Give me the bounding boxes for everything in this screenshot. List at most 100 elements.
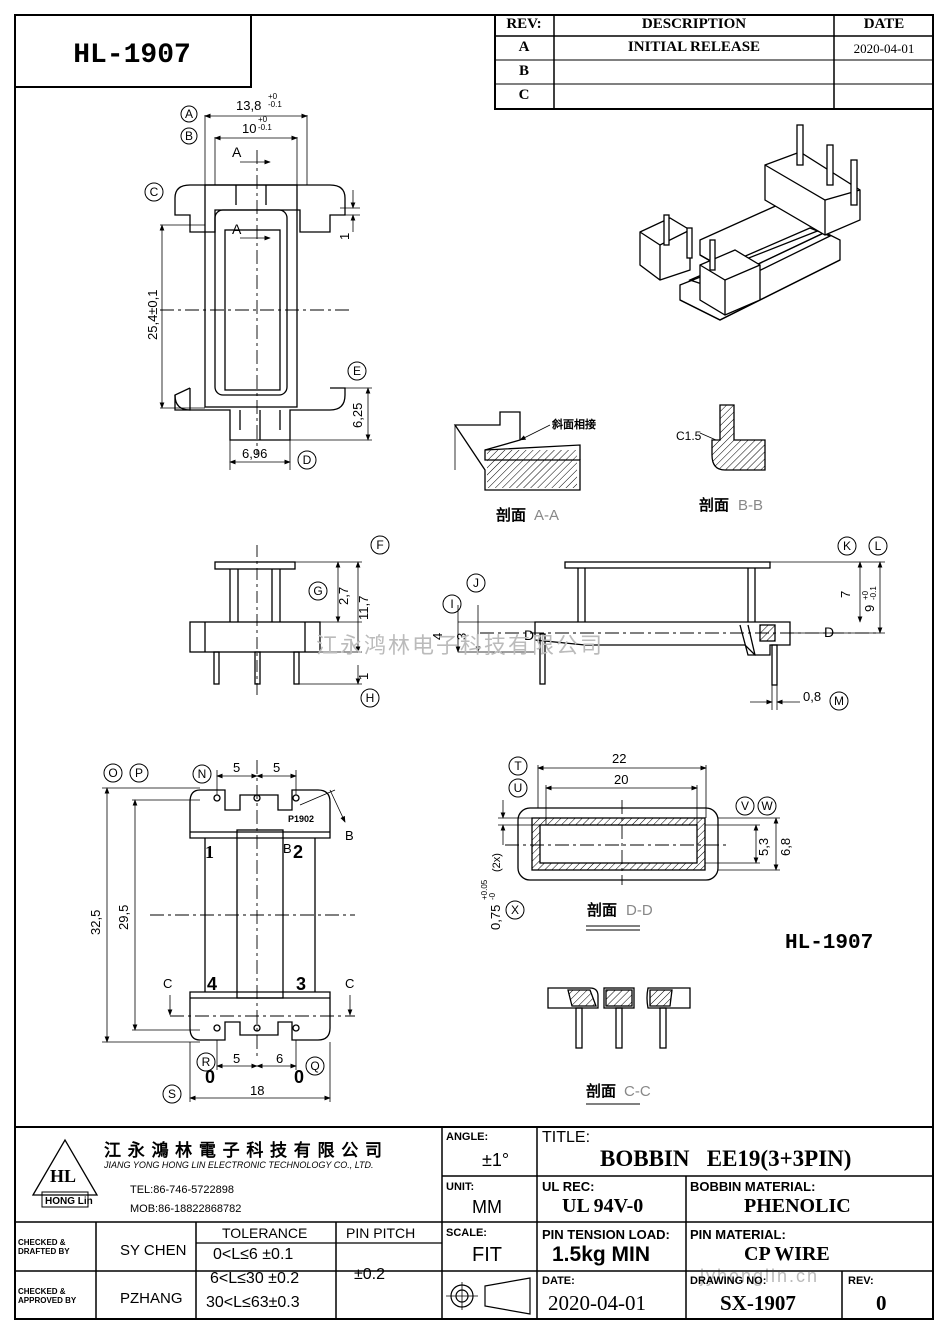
dim-11-7: 11,7 bbox=[356, 596, 371, 620]
balloon-j: J bbox=[473, 576, 479, 590]
front-view bbox=[455, 561, 885, 710]
unit-label: UNIT: bbox=[446, 1181, 475, 1193]
company-cn: 江 永 鴻 林 電 子 科 技 有 限 公 司 bbox=[104, 1141, 383, 1160]
front-view-text: D D 4 3 7 9 +0 -0.1 0,8 bbox=[430, 586, 878, 704]
section-cc bbox=[547, 987, 691, 1049]
description-header: DESCRIPTION bbox=[641, 16, 747, 32]
logo-text: HL bbox=[50, 1166, 76, 1186]
isometric-view bbox=[639, 124, 861, 321]
section-a-mark-top: A bbox=[232, 144, 242, 160]
dim-0-8: 0,8 bbox=[803, 689, 821, 704]
balloon-k: K bbox=[843, 539, 851, 553]
balloon-q: Q bbox=[310, 1059, 319, 1073]
section-cc-name: C-C bbox=[624, 1083, 651, 1100]
balloon-t: T bbox=[514, 759, 522, 773]
top-view-balloons: A B C E D bbox=[144, 105, 367, 470]
dim-9: 9 bbox=[862, 605, 877, 612]
balloon-r: R bbox=[202, 1055, 211, 1069]
side-view-balloons: F G H bbox=[308, 535, 390, 708]
section-cc-prefix: 剖面 bbox=[586, 1082, 616, 1100]
balloon-l: L bbox=[875, 539, 882, 553]
ul-label: UL REC: bbox=[542, 1179, 595, 1194]
dim-0-75-mult: (2x) bbox=[491, 853, 503, 872]
balloon-c: C bbox=[150, 185, 159, 199]
rev-row-a: A bbox=[518, 39, 530, 55]
logo-sub: HONG Lin bbox=[45, 1196, 93, 1207]
drawing-frame bbox=[14, 14, 934, 1320]
company-mob: MOB:86-18822868782 bbox=[130, 1203, 242, 1215]
side-view bbox=[189, 545, 362, 695]
balloon-i: I bbox=[450, 597, 453, 611]
dim-7: 7 bbox=[838, 591, 853, 598]
dim-10-tol-upper: +0 bbox=[258, 115, 268, 124]
dim-10: 10 bbox=[242, 121, 256, 136]
revision-grid bbox=[494, 14, 934, 110]
rev-row-b: B bbox=[518, 63, 529, 79]
pin-tension-value: 1.5kg MIN bbox=[552, 1243, 651, 1266]
date-value: 2020-04-01 bbox=[548, 1291, 646, 1315]
technical-drawing: 13,8 +0 -0.1 10 +0 -0.1 A A 25,4±0,1 1 6… bbox=[88, 92, 888, 1105]
title-value: BOBBIN EE19(3+3PIN) bbox=[600, 1146, 852, 1171]
company-en: JIANG YONG HONG LIN ELECTRONIC TECHNOLOG… bbox=[104, 1160, 374, 1170]
drawing-title-mark: HL-1907 bbox=[785, 932, 873, 955]
dim-1-side: 1 bbox=[356, 673, 371, 680]
balloon-s: S bbox=[168, 1087, 176, 1101]
bottom-view-text: 5 5 32,5 29,5 5 6 18 P1902 B B C C 1 2 3… bbox=[88, 760, 354, 1098]
balloon-x: X bbox=[511, 903, 519, 917]
dim-6-8: 6,8 bbox=[778, 838, 793, 856]
part-number: HL-1907 bbox=[73, 40, 191, 71]
dim-2-7: 2,7 bbox=[336, 587, 351, 605]
dim-0-75-tol-upper: +0.05 bbox=[480, 879, 489, 900]
dim-22: 22 bbox=[612, 751, 626, 766]
checked-approved-label: CHECKED & APPROVED BY bbox=[18, 1287, 77, 1305]
watermark-company: 江永鸿林电子科技有限公司 bbox=[316, 633, 605, 658]
section-bb bbox=[699, 404, 766, 471]
company-tel: TEL:86-746-5722898 bbox=[130, 1184, 234, 1196]
pin-material-value: CP WIRE bbox=[744, 1243, 830, 1265]
angle-value: ±1° bbox=[482, 1150, 510, 1170]
section-bb-name: B-B bbox=[738, 497, 763, 514]
section-b-mark-center: B bbox=[283, 841, 292, 856]
rev-row-c: C bbox=[518, 87, 530, 103]
dim-13-8: 13,8 bbox=[236, 98, 261, 113]
balloon-a: A bbox=[185, 107, 193, 121]
balloon-o: O bbox=[108, 766, 117, 780]
ul-value: UL 94V-0 bbox=[562, 1195, 644, 1217]
dim-13-8-tol-upper: +0 bbox=[268, 92, 278, 101]
pin-3-label: 3 bbox=[296, 974, 306, 994]
dim-25-4: 25,4±0,1 bbox=[145, 289, 160, 340]
top-view-dim-text: 13,8 +0 -0.1 10 +0 -0.1 A A 25,4±0,1 1 6… bbox=[145, 92, 365, 461]
balloon-d: D bbox=[303, 453, 312, 467]
top-view bbox=[159, 113, 372, 470]
dim-20: 20 bbox=[614, 772, 628, 787]
unit-value: MM bbox=[472, 1197, 502, 1217]
revision-table: REV: DESCRIPTION DATE A INITIAL RELEASE … bbox=[494, 14, 934, 110]
pin-zero-left: 0 bbox=[205, 1067, 215, 1087]
drafted-by: SY CHEN bbox=[120, 1242, 187, 1259]
section-dd-prefix: 剖面 bbox=[587, 901, 617, 919]
pin-pitch-label: PIN PITCH bbox=[346, 1225, 416, 1241]
section-d-mark-left: D bbox=[524, 627, 534, 643]
scale-value: FIT bbox=[472, 1244, 502, 1266]
section-aa bbox=[453, 411, 581, 491]
dim-6-96: 6,96 bbox=[242, 446, 267, 461]
section-dd bbox=[498, 765, 780, 931]
side-view-text: 2,7 11,7 1 bbox=[336, 587, 371, 680]
balloon-f: F bbox=[376, 538, 383, 552]
dim-3: 3 bbox=[454, 633, 469, 640]
rev-value: 0 bbox=[876, 1291, 887, 1315]
dim-6-25: 6,25 bbox=[350, 403, 365, 428]
dim-0-75: 0,75 bbox=[488, 905, 503, 930]
balloon-v: V bbox=[741, 799, 749, 813]
section-a-mark-bottom: A bbox=[232, 221, 242, 237]
tolerance-2: 6<L≤30 ±0.2 bbox=[210, 1270, 300, 1287]
section-dd-text: 22 20 5,3 6,8 0,75 +0.05 -0 (2x) 剖面 D-D bbox=[480, 751, 793, 930]
balloon-m: M bbox=[834, 694, 844, 708]
dim-29-5: 29,5 bbox=[116, 905, 131, 930]
dim-10-tol-lower: -0.1 bbox=[258, 123, 272, 132]
bevel-note: 斜面相接 bbox=[551, 417, 596, 431]
pin-1-label: 1 bbox=[205, 842, 214, 862]
material-value: PHENOLIC bbox=[744, 1195, 851, 1217]
dim-9-tol-upper: +0 bbox=[861, 590, 870, 600]
dim-5-3: 5,3 bbox=[756, 838, 771, 856]
